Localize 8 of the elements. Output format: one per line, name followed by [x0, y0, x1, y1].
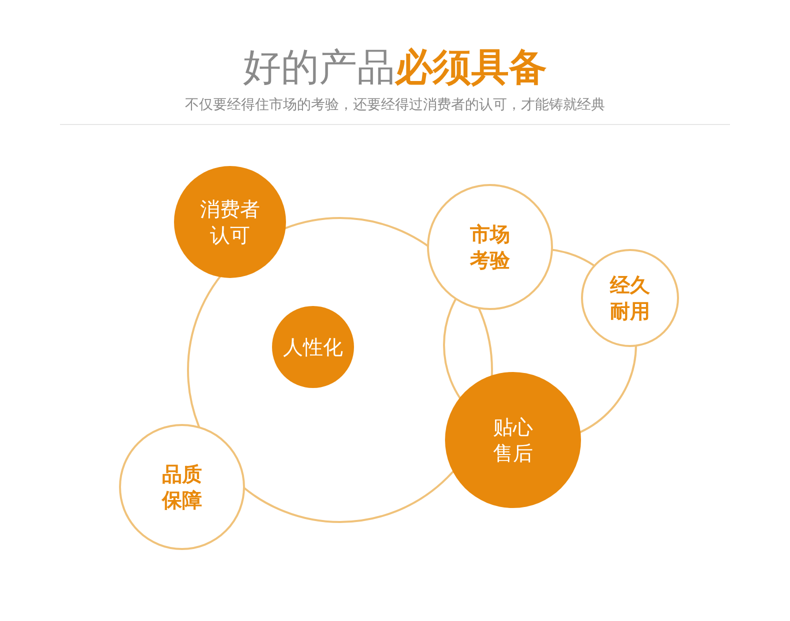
subtitle: 不仅要经得住市场的考验，还要经得过消费者的认可，才能铸就经典: [184, 96, 606, 114]
node-label: 消费者认可: [199, 196, 261, 248]
title: 好的产品必须具备: [242, 44, 548, 91]
node-label: 贴心售后: [492, 414, 534, 466]
node-label: 品质保障: [161, 461, 203, 513]
node-label: 市场考验: [469, 221, 511, 273]
node-label: 经久耐用: [609, 272, 651, 324]
node-label: 人性化: [282, 334, 344, 360]
